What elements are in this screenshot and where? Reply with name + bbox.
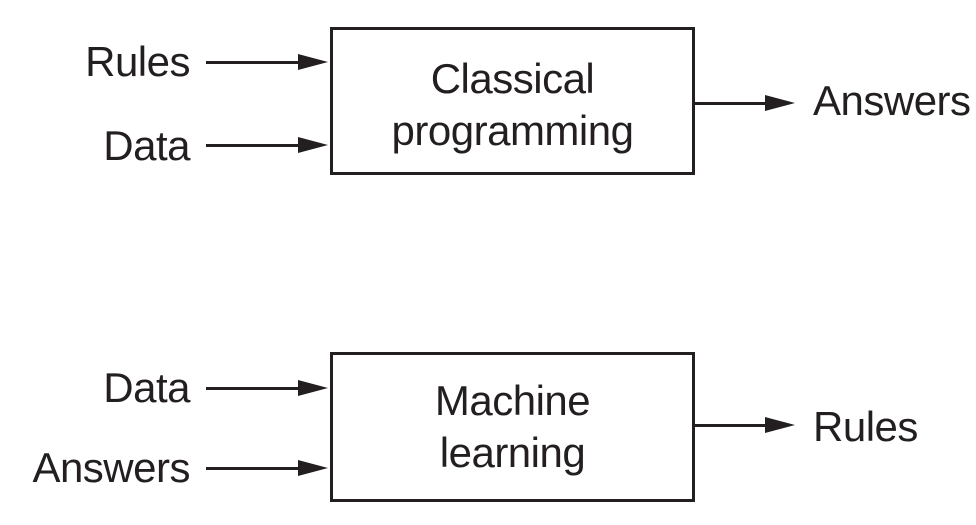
- arrow-head-right-icon: [298, 137, 328, 153]
- bottom-input-arrow-2: [206, 460, 328, 476]
- top-input-label-rules: Rules: [85, 38, 190, 85]
- arrow-shaft: [206, 60, 298, 64]
- top-output-label-answers: Answers: [813, 77, 971, 124]
- arrow-head-right-icon: [298, 460, 328, 476]
- top-input-arrow-1: [206, 54, 328, 70]
- bottom-input-arrow-1: [206, 380, 328, 396]
- arrow-head-right-icon: [765, 95, 795, 111]
- arrow-head-right-icon: [298, 380, 328, 396]
- top-input-arrow-2: [206, 137, 328, 153]
- arrow-head-right-icon: [298, 54, 328, 70]
- top-output-arrow: [694, 95, 795, 111]
- bottom-input-label-answers: Answers: [32, 444, 190, 491]
- bottom-input-label-data: Data: [103, 364, 190, 411]
- arrow-shaft: [206, 143, 298, 147]
- classical-programming-box-label-line2: programming: [391, 107, 634, 154]
- bottom-output-label-rules: Rules: [813, 403, 918, 450]
- bottom-output-arrow: [694, 417, 795, 433]
- classical-programming-box-label-line1: Classical: [430, 55, 595, 102]
- arrow-shaft: [206, 386, 298, 390]
- classical-programming-box: Classical programming: [330, 27, 695, 175]
- machine-learning-box-label-line2: learning: [439, 429, 586, 476]
- top-input-label-data: Data: [103, 122, 190, 169]
- machine-learning-box-label-line1: Machine: [434, 377, 591, 424]
- machine-learning-box: Machine learning: [330, 352, 695, 502]
- arrow-shaft: [694, 423, 765, 427]
- arrow-head-right-icon: [765, 417, 795, 433]
- arrow-shaft: [694, 101, 765, 105]
- arrow-shaft: [206, 466, 298, 470]
